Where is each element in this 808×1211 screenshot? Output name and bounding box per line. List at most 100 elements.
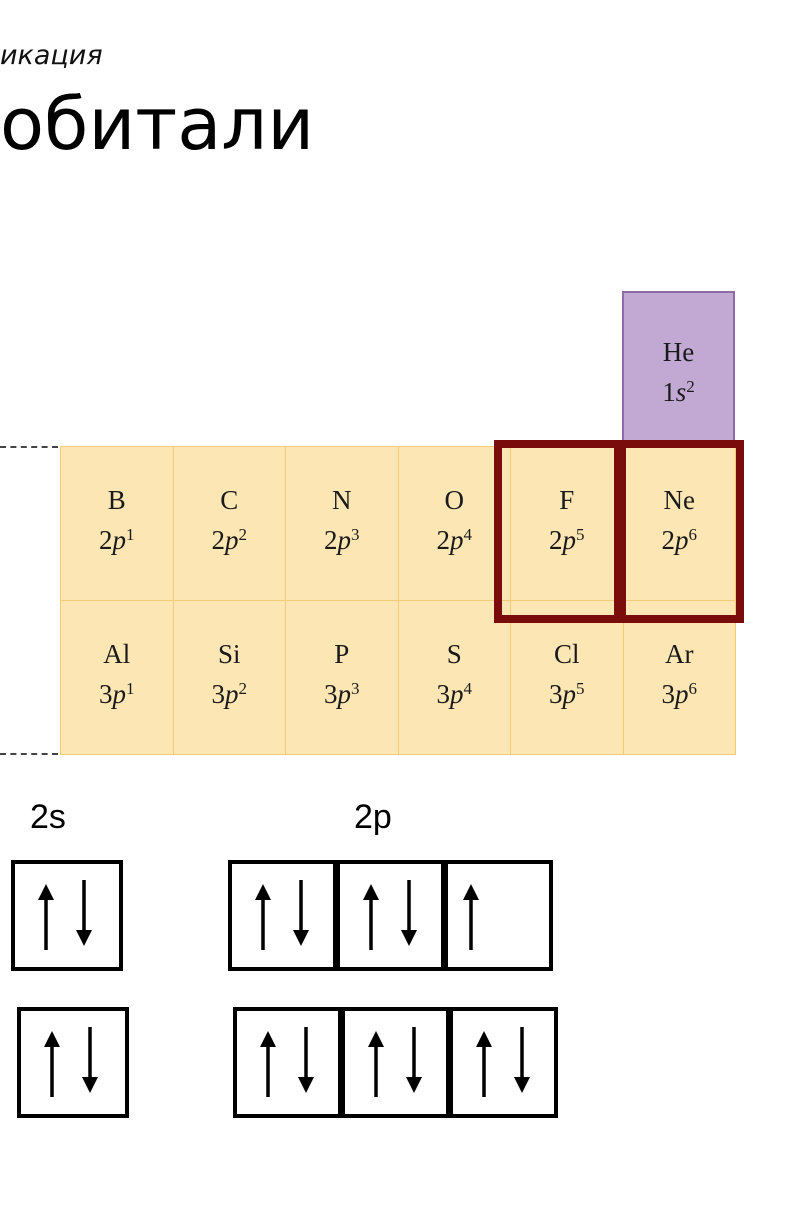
element-cell-o: O 2p4 [397,446,511,601]
electron-arrow [34,864,58,964]
config-orbital: p [675,679,689,709]
electron-config: 3p4 [399,679,511,709]
element-symbol: Ne [663,485,695,515]
config-level: 3 [661,679,676,709]
electron-arrow [397,864,421,964]
config-electrons: 2 [238,679,248,698]
electron-arrow [459,864,483,964]
label-2p: 2p [354,798,392,836]
electron-config: 3p2 [174,679,286,709]
arrow-down-icon [75,880,92,946]
config-orbital: p [562,525,577,555]
arrow-down-icon [297,1027,314,1093]
config-level: 3 [99,679,113,709]
config-electrons: 6 [688,525,698,544]
element-cell-al: Al 3p1 [60,600,174,755]
element-symbol: Si [217,639,241,669]
element-cell-si: Si 3p2 [172,600,286,755]
element-symbol: He [662,337,695,367]
config-electrons: 5 [576,525,585,544]
config-orbital: p [450,679,464,709]
config-level: 3 [436,679,451,709]
config-electrons: 3 [351,525,360,544]
element-symbol: C [220,485,239,515]
element-symbol: Ar [665,639,694,669]
element-symbol: F [559,485,575,515]
config-level: 3 [324,679,338,709]
config-level: 2 [324,525,338,555]
config-level: 2 [661,525,676,555]
config-orbital: p [225,679,239,709]
config-level: 2 [549,525,563,555]
element-symbol: Al [103,639,131,669]
electron-arrow [78,1011,102,1111]
electron-arrow [359,864,383,964]
element-symbol: S [446,639,462,669]
electron-config: 2p5 [511,525,623,555]
element-cell-f: F 2p5 [510,446,624,601]
config-orbital: p [337,525,352,555]
electron-arrow [472,1011,496,1111]
element-symbol: N [332,485,352,515]
orbital-box-2p [228,860,337,971]
config-level: 2 [436,525,451,555]
highlight-box-ne [614,440,744,623]
dashed-line-top [0,446,58,448]
subtitle: икация [0,40,103,71]
element-cell-n: N 2p3 [285,446,399,601]
electron-config: 2p6 [624,525,736,555]
arrow-up-icon [44,1031,61,1097]
arrow-up-icon [255,884,272,950]
label-2s: 2s [30,798,66,836]
config-orbital: p [337,679,352,709]
arrow-up-icon [462,884,479,950]
arrow-down-icon [292,880,309,946]
config-electrons: 3 [351,679,360,698]
arrow-down-icon [405,1027,422,1093]
electron-config: 2p3 [286,525,398,555]
electron-config: 3p3 [286,679,398,709]
highlight-box-f [494,440,626,623]
orbital-box-2p [341,1007,450,1118]
config-orbital: p [450,525,464,555]
config-orbital: p [225,525,239,555]
element-symbol: O [444,485,465,515]
electron-config: 2p1 [61,525,173,555]
config-level: 2 [99,525,113,555]
config-orbital: s [675,377,687,407]
orbital-box-2p [233,1007,342,1118]
electron-config: 3p1 [61,679,173,709]
config-level: 3 [211,679,226,709]
orbital-box-2s [11,860,123,971]
config-orbital: p [112,525,127,555]
config-orbital: p [675,525,689,555]
electron-arrow [289,864,313,964]
arrow-down-icon [513,1027,530,1093]
arrow-up-icon [363,884,380,950]
config-electrons: 4 [463,525,473,544]
element-cell-c: C 2p2 [172,446,286,601]
orbital-box-2p [444,860,553,971]
arrow-up-icon [260,1031,277,1097]
config-electrons: 2 [686,377,695,396]
arrow-up-icon [476,1031,493,1097]
electron-config: 3p6 [624,679,736,709]
electron-arrow [40,1011,64,1111]
electron-arrow [402,1011,426,1111]
config-electrons: 2 [238,525,248,544]
element-cell-ar: Ar 3p6 [622,600,736,755]
config-orbital: p [562,679,577,709]
arrow-down-icon [81,1027,98,1093]
electron-config: 1s2 [624,377,733,407]
electron-config: 2p4 [399,525,511,555]
element-cell-s: S 3p4 [397,600,511,755]
electron-config: 3p5 [511,679,623,709]
config-electrons: 4 [463,679,473,698]
config-level: 2 [211,525,226,555]
electron-arrow [510,1011,534,1111]
element-symbol: P [334,639,350,669]
config-orbital: p [112,679,127,709]
electron-arrow [364,1011,388,1111]
